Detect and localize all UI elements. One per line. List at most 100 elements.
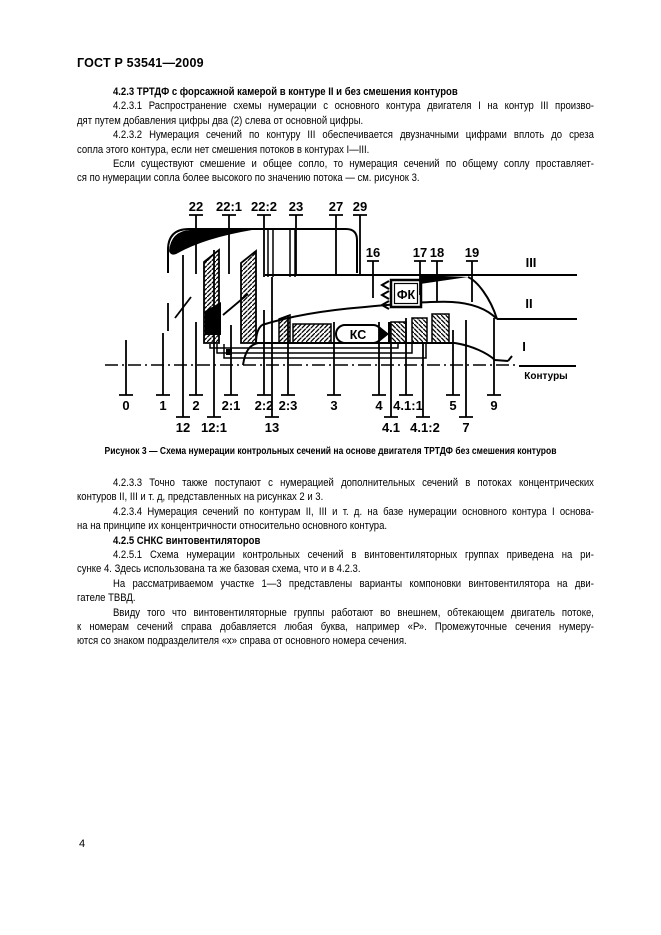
text-line: 4.2.5 СНКС винтовентиляторов xyxy=(112,534,261,547)
tick-0 xyxy=(119,340,133,396)
tick-5 xyxy=(446,330,460,396)
figure-diagram: КС ФК xyxy=(105,199,577,435)
section-label: 2:2 xyxy=(255,398,274,413)
text-line: сопла этого контура, если нет смешения п… xyxy=(77,143,370,156)
text-line: Ввиду того что винтовентиляторные группы… xyxy=(112,606,594,619)
afterburner-flow-arrows-icon xyxy=(379,280,390,310)
contours-caption: Контуры xyxy=(524,371,567,382)
turbine-block-3 xyxy=(431,313,450,344)
compressor-block xyxy=(292,323,332,344)
engine-centerline xyxy=(105,364,576,367)
text-line: сунке 4. Здесь использована та же базова… xyxy=(77,563,361,576)
contour-label-3: III xyxy=(526,255,537,270)
tick-23 xyxy=(289,214,303,274)
tick-13 xyxy=(265,277,279,418)
text-block-after-figure: 4.2.3.3 Точно также поступают с нумераци… xyxy=(77,476,594,649)
combustor-label: КС xyxy=(350,328,367,342)
fan-blade-2 xyxy=(240,249,257,344)
section-label: 16 xyxy=(366,245,380,260)
fan-hub-fill xyxy=(205,302,221,335)
section-label: 2:1 xyxy=(222,398,241,413)
tick-16 xyxy=(367,260,379,298)
tick-2 xyxy=(189,322,203,396)
text-line: Если существуют смешение и общее сопло, … xyxy=(112,157,594,170)
section-label: 7 xyxy=(462,420,469,435)
text-block-before-figure: 4.2.3 ТРТДФ с форсажной камерой в контур… xyxy=(77,85,594,186)
tick-4-1-1 xyxy=(399,318,413,396)
text-line: дят путем добавления цифры два (2) слева… xyxy=(77,114,364,127)
text-line: 4.2.3.1 Распространение схемы нумерации … xyxy=(112,100,594,113)
text-line: 4.2.3.4 Нумерация сечений по контурам II… xyxy=(112,505,594,518)
tick-17 xyxy=(414,260,426,295)
section-label: 13 xyxy=(265,420,279,435)
section-label: 4.1 xyxy=(382,420,400,435)
text-line: контуров II, III и т. д, представленных … xyxy=(77,491,324,504)
nacelle-lip-fill xyxy=(169,230,252,255)
text-line: На рассматриваемом участке 1—3 представл… xyxy=(112,577,594,590)
section-label: 17 xyxy=(413,245,427,260)
engine-blades xyxy=(203,248,450,344)
engine-nacelle xyxy=(167,228,577,320)
turbine-block-1 xyxy=(390,321,407,344)
tick-2-1 xyxy=(224,325,238,396)
figure-caption: Рисунок 3 — Схема нумерации контрольных … xyxy=(104,446,557,457)
section-label: 22:2 xyxy=(251,199,277,214)
tick-2-2 xyxy=(257,310,271,396)
section-label: 5 xyxy=(449,398,456,413)
section-label: 4.1:1 xyxy=(393,398,423,413)
section-label: 29 xyxy=(353,199,367,214)
section-label: 2 xyxy=(192,398,199,413)
contour-label-2: II xyxy=(525,296,532,311)
core-nozzle xyxy=(454,342,513,362)
combustor-bar xyxy=(388,322,391,343)
tick-19 xyxy=(466,260,478,302)
text-line: ся по нумерации сопла более высокого по … xyxy=(77,172,420,185)
contour-labels: III II I Контуры xyxy=(522,255,568,382)
core-cowl xyxy=(261,300,498,326)
duct2-trailing-wedge xyxy=(420,275,468,284)
section-ticks xyxy=(119,214,501,418)
contour-label-1: I xyxy=(522,339,526,354)
tick-3 xyxy=(327,322,341,396)
text-line: на на принципе их концентричности относи… xyxy=(77,520,388,533)
section-label: 4.1:2 xyxy=(410,420,440,435)
spinner-cone xyxy=(242,342,259,366)
section-label: 12 xyxy=(176,420,190,435)
tick-22 xyxy=(189,214,203,274)
tick-22-2 xyxy=(257,214,271,277)
section-labels: 22 22:1 22:2 23 27 29 16 17 18 19 0 1 2 … xyxy=(122,199,497,435)
section-label: 4 xyxy=(375,398,383,413)
tick-1 xyxy=(156,333,170,396)
document-header-title: ГОСТ Р 53541—2009 xyxy=(77,56,204,70)
section-label: 18 xyxy=(430,245,444,260)
duct2-rear-wall xyxy=(467,276,498,320)
text-line: 4.2.3 ТРТДФ с форсажной камерой в контур… xyxy=(112,86,458,98)
text-line: 4.2.5.1 Схема нумерации контрольных сече… xyxy=(112,548,594,561)
tick-12 xyxy=(176,255,190,418)
section-label: 1 xyxy=(159,398,166,413)
section-label: 2:3 xyxy=(279,398,298,413)
text-line: к номерам сечений справа добавляется люб… xyxy=(77,620,594,633)
shaft-spool-lines xyxy=(209,344,427,359)
section-label: 19 xyxy=(465,245,479,260)
tick-4-1-2 xyxy=(416,343,430,418)
section-label: 27 xyxy=(329,199,343,214)
afterburner-label: ФК xyxy=(397,288,416,302)
combustor-notch xyxy=(379,326,389,342)
turbine-block-2 xyxy=(411,317,428,344)
section-label: 0 xyxy=(122,398,129,413)
tick-4-1 xyxy=(384,343,398,418)
section-label: 12:1 xyxy=(201,420,227,435)
tick-22-1 xyxy=(222,214,236,274)
section-label: 9 xyxy=(490,398,497,413)
tick-4 xyxy=(372,322,386,396)
section-label: 22 xyxy=(189,199,203,214)
tick-9 xyxy=(487,318,501,396)
combustor-box: КС xyxy=(335,322,391,344)
tick-12-1 xyxy=(207,250,221,418)
text-line: ются со знаком подразделителя «х» справа… xyxy=(77,635,407,648)
page-number: 4 xyxy=(79,838,86,850)
tick-18 xyxy=(431,260,443,302)
tick-7 xyxy=(459,320,473,418)
